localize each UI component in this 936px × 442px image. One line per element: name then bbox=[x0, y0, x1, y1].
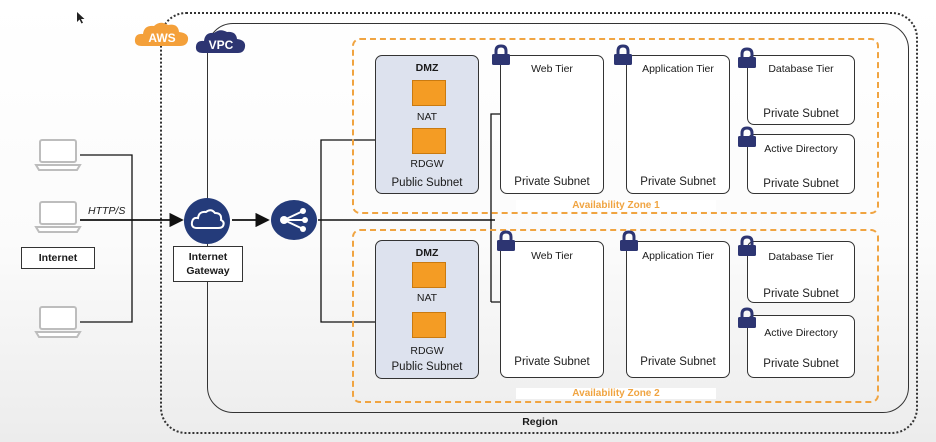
nat-label: NAT bbox=[416, 292, 438, 304]
cursor-icon bbox=[77, 12, 85, 24]
tier-subnet: Private Subnet bbox=[763, 178, 839, 190]
nat-label: NAT bbox=[416, 111, 438, 123]
laptop-icon bbox=[34, 306, 82, 338]
tier-subnet: Private Subnet bbox=[640, 356, 716, 368]
internet-gateway-icon[interactable] bbox=[183, 197, 231, 245]
internet-gateway-label: Internet Gateway bbox=[173, 246, 243, 282]
public-subnet: DMZ NAT RDGW Public Subnet bbox=[375, 240, 479, 379]
active-directory[interactable]: Active Directory Private Subnet bbox=[747, 315, 855, 378]
rdgw-icon[interactable] bbox=[412, 128, 446, 154]
lock-icon bbox=[620, 230, 638, 251]
tier-title: Active Directory bbox=[764, 143, 838, 155]
lock-icon bbox=[738, 307, 756, 328]
tier-subnet: Private Subnet bbox=[763, 358, 839, 370]
load-balancer-icon[interactable] bbox=[270, 199, 318, 241]
lock-icon bbox=[738, 47, 756, 68]
tier-title: Database Tier bbox=[768, 251, 834, 263]
gateway-label-line2: Gateway bbox=[186, 265, 230, 277]
lock-icon bbox=[738, 235, 756, 256]
application-tier[interactable]: Application Tier Private Subnet bbox=[626, 55, 730, 194]
tier-title: Application Tier bbox=[642, 250, 714, 262]
public-subnet-label: Public Subnet bbox=[391, 177, 463, 189]
internet-label: Internet bbox=[21, 247, 95, 269]
application-tier[interactable]: Application Tier Private Subnet bbox=[626, 241, 730, 378]
web-tier[interactable]: Web Tier Private Subnet bbox=[500, 55, 604, 194]
dmz-title: DMZ bbox=[415, 247, 439, 259]
laptop-icon bbox=[34, 139, 82, 171]
aws-cloud-icon bbox=[134, 22, 189, 46]
vpc-cloud-icon bbox=[195, 30, 246, 53]
gateway-label-line1: Internet bbox=[188, 251, 228, 263]
laptop-icon bbox=[34, 201, 82, 233]
rdgw-label: RDGW bbox=[410, 158, 444, 170]
nat-icon[interactable] bbox=[412, 80, 446, 106]
tier-subnet: Private Subnet bbox=[640, 176, 716, 188]
tier-title: Web Tier bbox=[531, 250, 573, 262]
cloud-icon bbox=[190, 209, 225, 229]
active-directory[interactable]: Active Directory Private Subnet bbox=[747, 134, 855, 194]
tier-title: Active Directory bbox=[764, 327, 838, 339]
availability-zone-2 bbox=[352, 229, 879, 403]
region-boundary bbox=[160, 12, 918, 434]
aws-badge: AWS bbox=[148, 31, 176, 45]
rdgw-icon[interactable] bbox=[412, 312, 446, 338]
region-label: Region bbox=[522, 416, 558, 428]
tier-title: Database Tier bbox=[768, 63, 834, 75]
lock-icon bbox=[738, 126, 756, 147]
tier-title: Application Tier bbox=[642, 63, 714, 75]
public-subnet: DMZ NAT RDGW Public Subnet bbox=[375, 55, 479, 194]
lock-icon bbox=[492, 44, 510, 65]
vpc-badge: VPC bbox=[208, 38, 234, 52]
lock-icon bbox=[497, 230, 515, 251]
database-tier[interactable]: Database Tier Private Subnet bbox=[747, 55, 855, 125]
tier-subnet: Private Subnet bbox=[763, 288, 839, 300]
availability-zone-1 bbox=[352, 38, 879, 214]
tier-subnet: Private Subnet bbox=[514, 356, 590, 368]
web-tier[interactable]: Web Tier Private Subnet bbox=[500, 241, 604, 378]
protocol-label: HTTP/S bbox=[88, 205, 126, 217]
tier-subnet: Private Subnet bbox=[763, 108, 839, 120]
az-label: Availability Zone 2 bbox=[516, 388, 716, 399]
tier-subnet: Private Subnet bbox=[514, 176, 590, 188]
nat-icon[interactable] bbox=[412, 262, 446, 288]
public-subnet-label: Public Subnet bbox=[391, 361, 463, 373]
database-tier[interactable]: Database Tier Private Subnet bbox=[747, 241, 855, 303]
dmz-title: DMZ bbox=[415, 62, 439, 74]
az-label: Availability Zone 1 bbox=[516, 200, 716, 211]
rdgw-label: RDGW bbox=[410, 345, 444, 357]
lock-icon bbox=[614, 44, 632, 65]
tier-title: Web Tier bbox=[531, 63, 573, 75]
